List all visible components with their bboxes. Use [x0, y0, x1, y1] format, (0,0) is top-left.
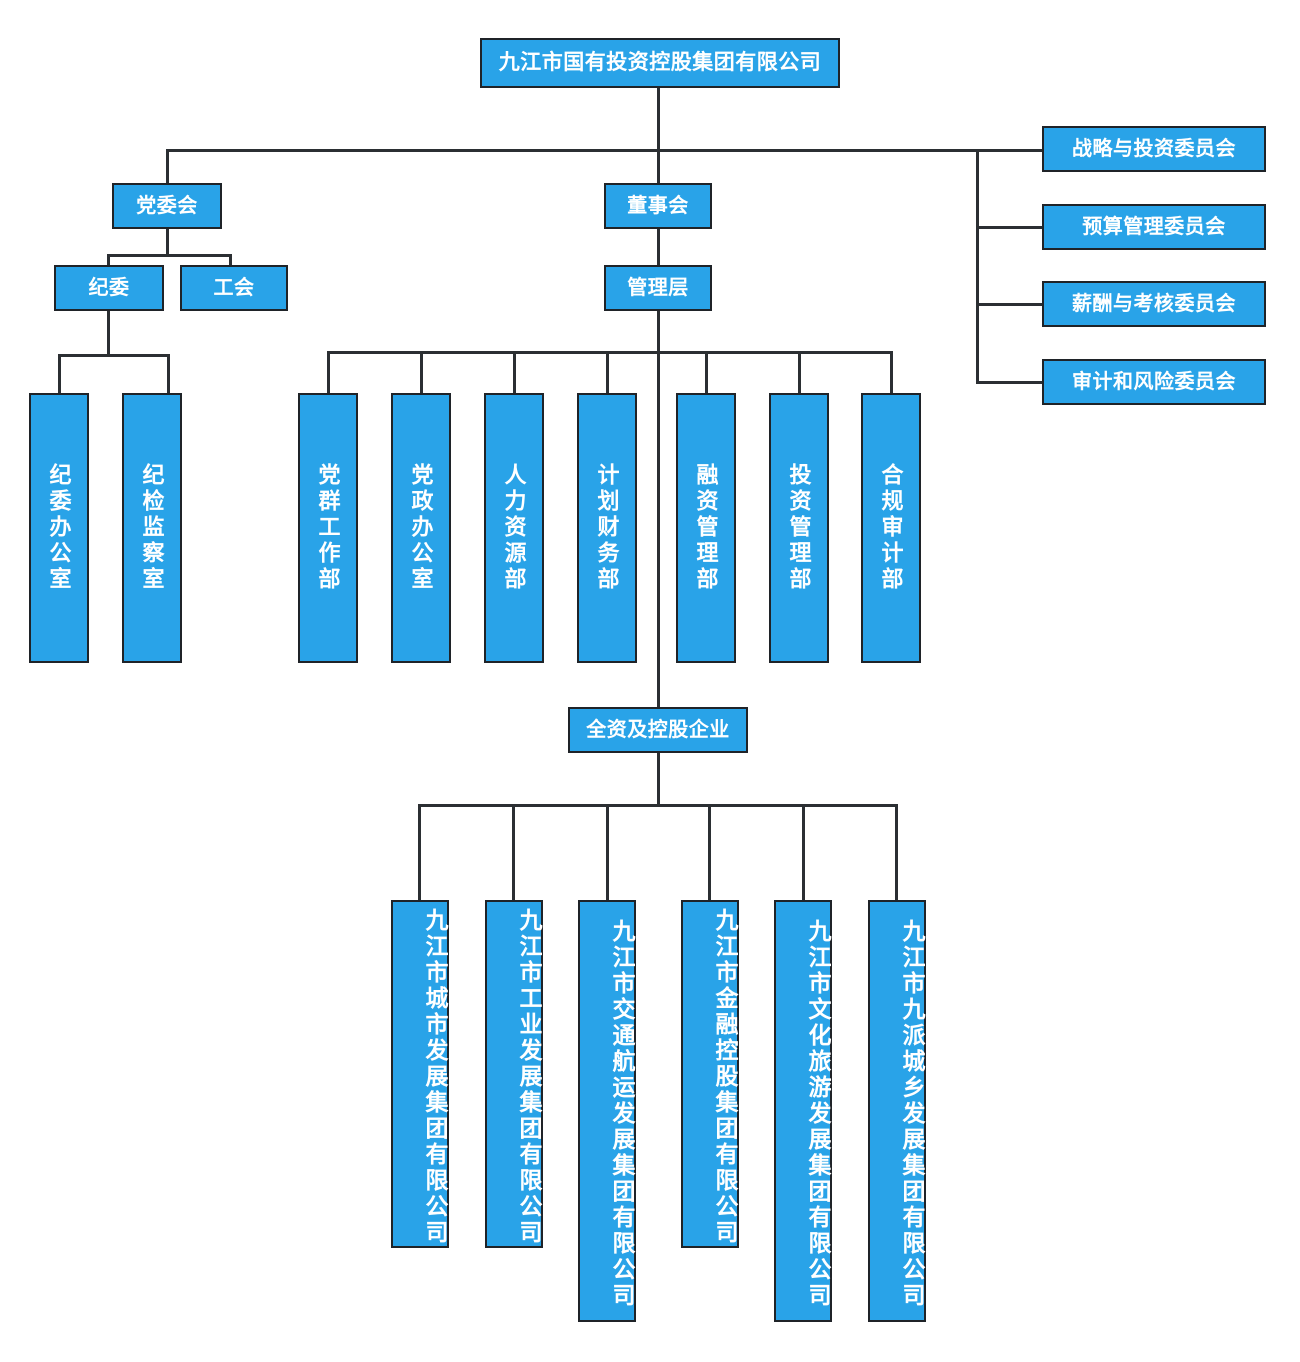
connector-dept-riser-1 [327, 351, 330, 394]
connector-party-to-jiwei [107, 254, 110, 266]
node-root-company[interactable]: 九江市国有投资控股集团有限公司 [480, 38, 840, 88]
node-management[interactable]: 管理层 [604, 265, 712, 311]
node-dept-party-government-office[interactable]: 党政办公室 [391, 393, 451, 663]
node-subsidiary-transport-shipping[interactable]: 九江市交通航运发展集团有限公司 [578, 900, 636, 1322]
node-committee-strategy-investment[interactable]: 战略与投资委员会 [1042, 126, 1266, 172]
node-discipline-office[interactable]: 纪委办公室 [29, 393, 89, 663]
connector-root-stem [657, 88, 660, 150]
connector-sub-riser-3 [606, 804, 609, 901]
connector-board-to-management [657, 229, 660, 266]
node-discipline-committee[interactable]: 纪委 [54, 265, 164, 311]
node-subsidiary-industrial-development[interactable]: 九江市工业发展集团有限公司 [485, 900, 543, 1248]
node-committee-audit-risk[interactable]: 审计和风险委员会 [1042, 359, 1266, 405]
node-dept-investment-management[interactable]: 投资管理部 [769, 393, 829, 663]
connector-management-to-subsidiaries [657, 351, 660, 707]
node-wholly-owned-holding-enterprises[interactable]: 全资及控股企业 [568, 707, 748, 753]
connector-party-to-union [229, 254, 232, 266]
connector-jiwei-bus [58, 354, 170, 357]
node-committee-compensation-assessment[interactable]: 薪酬与考核委员会 [1042, 281, 1266, 327]
connector-bus-to-party [166, 149, 169, 185]
node-subsidiary-urban-development[interactable]: 九江市城市发展集团有限公司 [391, 900, 449, 1248]
connector-sub-riser-4 [708, 804, 711, 901]
connector-dept-riser-3 [513, 351, 516, 394]
connector-dept-riser-6 [798, 351, 801, 394]
node-dept-planning-finance[interactable]: 计划财务部 [577, 393, 637, 663]
connector-departments-bus [327, 351, 892, 354]
node-dept-financing-management[interactable]: 融资管理部 [676, 393, 736, 663]
connector-party-bus [107, 254, 232, 257]
node-committee-budget-management[interactable]: 预算管理委员会 [1042, 204, 1266, 250]
node-dept-human-resources[interactable]: 人力资源部 [484, 393, 544, 663]
node-subsidiary-financial-holding[interactable]: 九江市金融控股集团有限公司 [681, 900, 739, 1248]
connector-main-bus [166, 149, 979, 152]
connector-subsidiaries-stem [657, 753, 660, 805]
connector-committee-stub-1 [976, 149, 1042, 152]
node-dept-party-mass-work[interactable]: 党群工作部 [298, 393, 358, 663]
connector-jiwei-stem [107, 311, 110, 355]
connector-dept-riser-4 [606, 351, 609, 394]
connector-dept-riser-7 [890, 351, 893, 394]
node-inspection-supervision-office[interactable]: 纪检监察室 [122, 393, 182, 663]
connector-jiwei-to-inspection [167, 354, 170, 394]
node-subsidiary-jiupai-urban-rural[interactable]: 九江市九派城乡发展集团有限公司 [868, 900, 926, 1322]
node-subsidiary-culture-tourism[interactable]: 九江市文化旅游发展集团有限公司 [774, 900, 832, 1322]
connector-bus-to-board [657, 149, 660, 185]
connector-committee-stub-4 [976, 381, 1042, 384]
connector-committee-riser [976, 149, 979, 383]
node-labor-union[interactable]: 工会 [180, 265, 288, 311]
connector-dept-riser-5 [705, 351, 708, 394]
connector-sub-riser-2 [512, 804, 515, 901]
connector-committee-stub-2 [976, 226, 1042, 229]
connector-jiwei-to-office [58, 354, 61, 394]
connector-dept-riser-2 [420, 351, 423, 394]
node-board-of-directors[interactable]: 董事会 [604, 183, 712, 229]
connector-sub-riser-5 [802, 804, 805, 901]
connector-management-stem [657, 311, 660, 352]
connector-sub-riser-1 [418, 804, 421, 901]
node-dept-compliance-audit[interactable]: 合规审计部 [861, 393, 921, 663]
connector-committee-stub-3 [976, 303, 1042, 306]
connector-subsidiaries-bus [418, 804, 897, 807]
connector-sub-riser-6 [895, 804, 898, 901]
connector-party-stem [166, 229, 169, 255]
node-party-committee[interactable]: 党委会 [112, 183, 222, 229]
